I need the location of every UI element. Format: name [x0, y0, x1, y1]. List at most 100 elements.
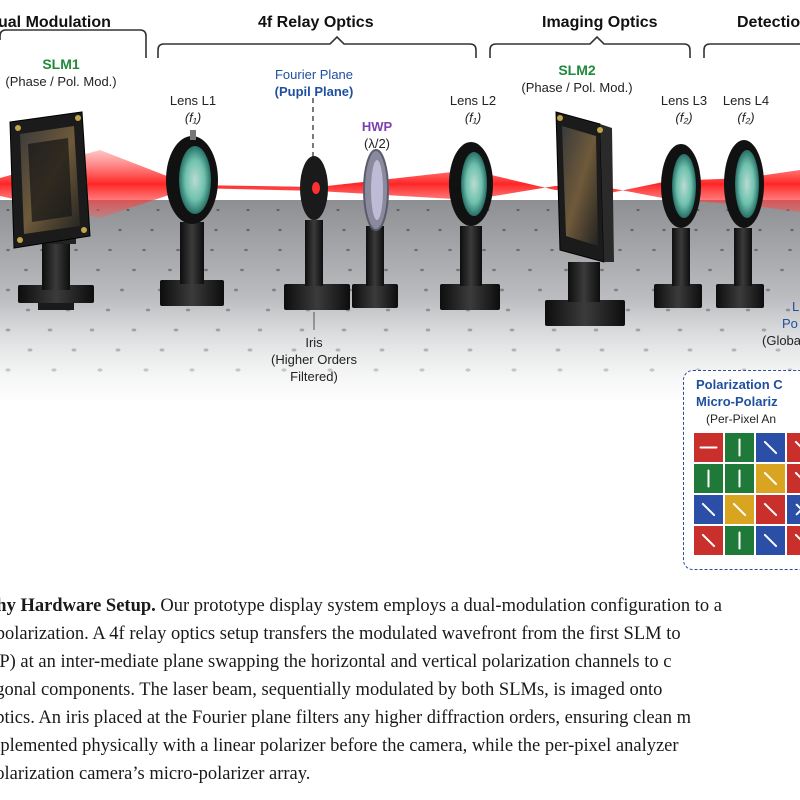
table-hole	[299, 328, 305, 332]
table-hole	[385, 308, 391, 312]
table-hole	[5, 368, 11, 372]
slm2-sub: (Phase / Pol. Mod.)	[521, 80, 633, 95]
table-hole	[276, 268, 280, 272]
table-hole	[758, 228, 762, 232]
caption-line-1-text: Our prototype display system employs a d…	[160, 596, 722, 616]
table-hole	[278, 248, 282, 252]
table-hole	[546, 209, 550, 211]
lens-l4-name: Lens L4	[722, 93, 770, 108]
table-hole	[5, 328, 11, 332]
table-hole	[652, 248, 656, 252]
table-hole	[636, 268, 640, 272]
table-hole	[336, 209, 340, 211]
micro-polarizer-cell	[725, 495, 754, 524]
table-hole	[145, 308, 151, 312]
table-hole	[516, 248, 520, 252]
table-hole	[189, 368, 195, 372]
label-slm1: SLM1 (Phase / Pol. Mod.)	[0, 56, 124, 90]
table-hole	[25, 308, 31, 312]
polarizer-arrow-icon	[794, 471, 800, 479]
label-polarizer: L Po (Globa	[762, 298, 800, 349]
table-hole	[537, 288, 543, 292]
table-hole	[765, 288, 771, 292]
caption-line-2: l polarization. A 4f relay optics setup …	[0, 624, 681, 644]
table-hole	[235, 368, 241, 372]
polarizer-arrow-icon	[763, 533, 778, 548]
table-hole	[643, 348, 649, 352]
polarizer-line2: Po	[782, 316, 798, 331]
micro-polarizer-grid	[694, 433, 800, 555]
table-hole	[27, 348, 33, 352]
caption-line-5: optics. An iris placed at the Fourier pl…	[0, 708, 692, 728]
bracket-detection	[703, 43, 800, 58]
table-hole	[708, 268, 712, 272]
bracket-relay	[157, 35, 477, 58]
polarizer-arrow-icon	[701, 502, 716, 517]
micro-polarizer-cell	[787, 495, 800, 524]
polarizer-arrow-icon	[732, 502, 747, 517]
table-hole	[335, 348, 341, 352]
micro-polarizer-cell	[787, 433, 800, 462]
table-hole	[348, 268, 352, 272]
micro-polarizer-cell	[694, 495, 723, 524]
table-hole	[425, 328, 431, 332]
table-hole	[132, 268, 136, 272]
caption-line-6: mplemented physically with a linear pola…	[0, 736, 679, 756]
table-hole	[511, 368, 517, 372]
table-hole	[6, 209, 10, 211]
table-hole	[233, 288, 239, 292]
iris-line2: (Higher Orders	[271, 352, 357, 367]
table-hole	[550, 248, 554, 252]
table-hole	[649, 368, 655, 372]
table-hole	[379, 348, 385, 352]
table-hole	[600, 268, 604, 272]
table-hole	[150, 228, 154, 232]
table-hole	[420, 268, 424, 272]
table-hole	[216, 209, 220, 211]
label-iris: Iris (Higher Orders Filtered)	[258, 334, 370, 385]
figure-caption: phy Hardware Setup. Our prototype displa…	[0, 596, 800, 800]
table-hole	[24, 268, 28, 272]
table-hole	[720, 248, 724, 252]
table-hole	[630, 228, 634, 232]
micro-polarizer-cell	[756, 433, 785, 462]
table-hole	[414, 248, 418, 252]
polarizer-arrow-icon	[794, 533, 800, 541]
lens-l1-name: Lens L1	[169, 93, 217, 108]
table-hole	[528, 268, 532, 272]
lens-l3-name: Lens L3	[660, 93, 708, 108]
table-hole	[341, 328, 347, 332]
slm1-device	[9, 111, 94, 310]
table-hole	[115, 348, 121, 352]
lens-l4	[716, 140, 764, 308]
micro-polarizer-cell	[694, 433, 723, 462]
table-hole	[247, 348, 253, 352]
table-hole	[346, 248, 350, 252]
table-hole	[108, 248, 112, 252]
inset-title-1: Polarization C	[696, 377, 783, 392]
table-hole	[705, 308, 711, 312]
table-hole	[482, 248, 486, 252]
table-hole	[244, 248, 248, 252]
label-fourier-plane: Fourier Plane (Pupil Plane)	[258, 66, 370, 100]
table-hole	[291, 348, 297, 352]
label-hwp: HWP (λ/2)	[352, 118, 402, 152]
optical-bench-scene	[0, 29, 800, 410]
table-hole	[257, 328, 263, 332]
table-hole	[74, 248, 78, 252]
table-hole	[396, 209, 400, 211]
table-hole	[176, 248, 180, 252]
table-hole	[551, 328, 557, 332]
table-hole	[89, 328, 95, 332]
slm1-sub: (Phase / Pol. Mod.)	[5, 74, 117, 89]
bracket-imaging	[489, 35, 691, 58]
table-hole	[677, 328, 683, 332]
table-hole	[511, 348, 517, 352]
table-hole	[47, 328, 53, 332]
table-hole	[687, 348, 693, 352]
table-fade	[0, 300, 800, 410]
table-hole	[342, 228, 346, 232]
table-hole	[775, 348, 781, 352]
fourier-line2: (Pupil Plane)	[274, 84, 354, 99]
table-hole	[505, 308, 511, 312]
